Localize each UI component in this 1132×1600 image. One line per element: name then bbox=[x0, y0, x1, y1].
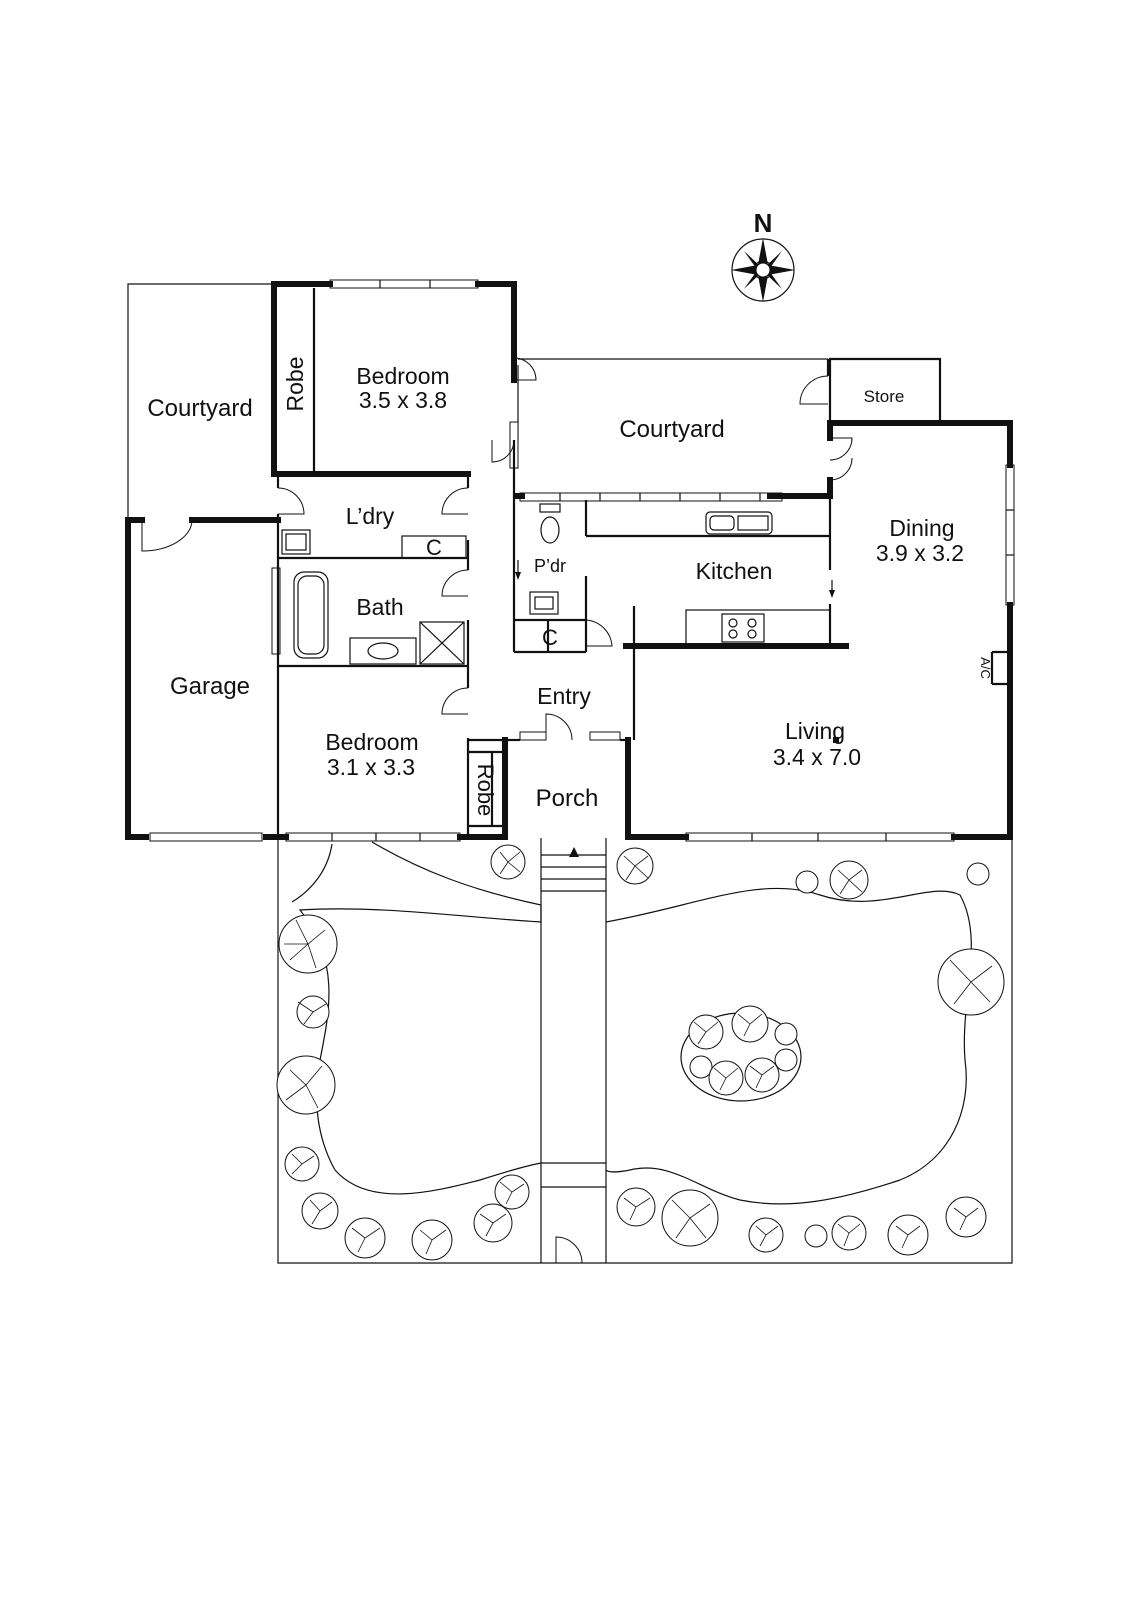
courtyard-north-label: Courtyard bbox=[619, 416, 724, 443]
porch-label: Porch bbox=[536, 785, 599, 812]
kitchen-bench bbox=[685, 609, 831, 647]
store-label: Store bbox=[864, 387, 905, 406]
kitchen-label: Kitchen bbox=[696, 558, 773, 584]
robe-north-label: Robe bbox=[282, 357, 308, 412]
laundry-label: L’dry bbox=[346, 503, 395, 529]
toilet-bowl bbox=[540, 516, 560, 544]
bedroom-north-label: Bedroom bbox=[356, 363, 449, 389]
laundry-tub bbox=[281, 529, 311, 555]
tree-branches bbox=[284, 851, 993, 1255]
shower bbox=[419, 621, 465, 665]
dining-dims: 3.9 x 3.2 bbox=[876, 540, 964, 566]
door-swings bbox=[141, 357, 853, 1264]
bedroom-south-dims: 3.1 x 3.3 bbox=[327, 754, 415, 780]
fixtures bbox=[281, 503, 835, 665]
powder-cupboard-label: C bbox=[542, 625, 558, 650]
dining-label: Dining bbox=[889, 515, 954, 541]
bath-label: Bath bbox=[356, 594, 403, 620]
living-dims: 3.4 x 7.0 bbox=[773, 744, 861, 770]
bedroom-north-dims: 3.5 x 3.8 bbox=[359, 387, 447, 413]
robe-south-label: Robe bbox=[473, 764, 498, 817]
entry-label: Entry bbox=[537, 683, 591, 709]
laundry-cupboard-label: C bbox=[426, 535, 442, 560]
bedroom-south-label: Bedroom bbox=[325, 729, 418, 755]
toilet-cistern bbox=[539, 503, 561, 513]
north-label: N bbox=[754, 208, 773, 238]
compass-icon bbox=[731, 238, 795, 302]
kitchen-sink bbox=[705, 511, 773, 535]
trees bbox=[276, 844, 1005, 1261]
interior-walls bbox=[276, 288, 1010, 837]
basin bbox=[529, 591, 559, 615]
courtyard-west-label: Courtyard bbox=[147, 395, 252, 422]
living-label: Living bbox=[785, 718, 845, 744]
bathtub bbox=[293, 571, 329, 659]
aircon-label: A/C bbox=[978, 657, 993, 679]
room-labels: Courtyard Robe Bedroom 3.5 x 3.8 Courtya… bbox=[147, 357, 993, 817]
garage-label: Garage bbox=[170, 673, 250, 700]
garden-beds bbox=[291, 841, 972, 1205]
vanity bbox=[349, 637, 417, 665]
laundry-cupboard bbox=[401, 535, 467, 559]
boundary-lines bbox=[127, 283, 1013, 1264]
powder-label: P’dr bbox=[534, 556, 566, 576]
cooktop bbox=[721, 613, 765, 643]
